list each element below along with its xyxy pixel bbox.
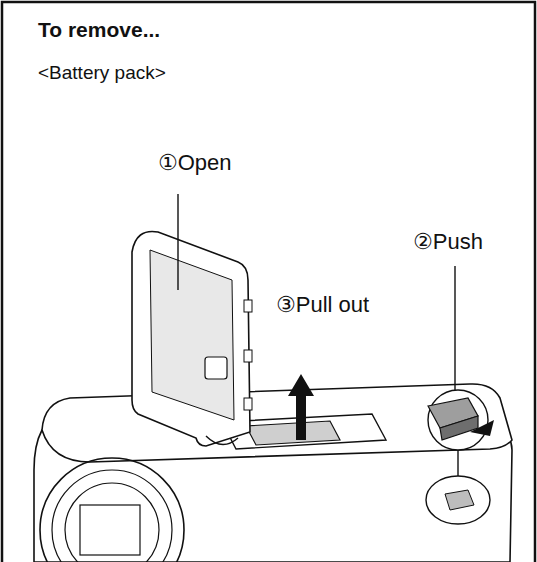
camera-top <box>42 384 512 462</box>
battery <box>246 421 340 445</box>
title: To remove... <box>38 18 160 42</box>
section-label: <Battery pack> <box>38 62 166 84</box>
lens <box>40 458 184 562</box>
step-label: ③Pull out <box>276 292 369 317</box>
lever-detail <box>428 390 494 450</box>
step-label: ②Push <box>413 229 483 254</box>
step-label: ①Open <box>158 150 232 175</box>
leader-line <box>177 194 178 290</box>
lever-circle <box>426 476 490 524</box>
battery-lid <box>132 231 252 446</box>
leader-line <box>457 450 458 476</box>
pull-arrow <box>288 374 314 440</box>
leader-line <box>454 266 455 390</box>
lever <box>445 490 474 510</box>
